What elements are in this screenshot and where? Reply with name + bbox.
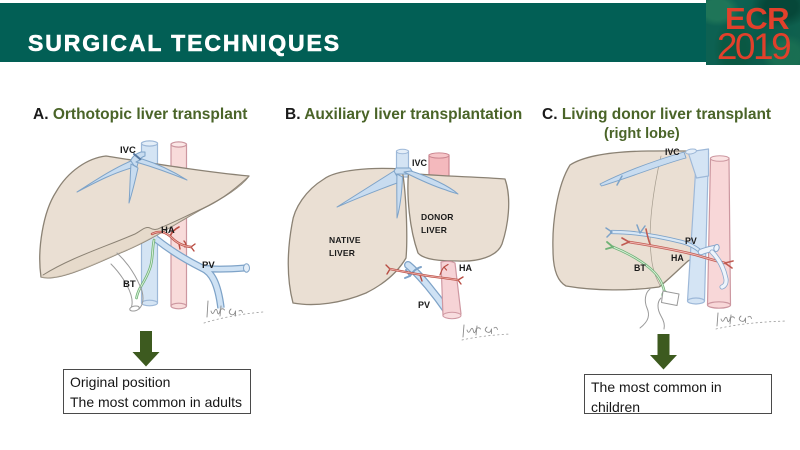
svg-text:LIVER: LIVER	[329, 248, 355, 258]
svg-text:IVC: IVC	[120, 145, 136, 156]
svg-text:PV: PV	[685, 236, 697, 246]
svg-text:HA: HA	[459, 263, 472, 273]
svg-text:HA: HA	[161, 225, 175, 236]
svg-text:PV: PV	[418, 300, 430, 310]
svg-text:BT: BT	[123, 279, 136, 290]
svg-text:PV: PV	[202, 260, 215, 271]
svg-text:LIVER: LIVER	[421, 225, 447, 235]
svg-text:DONOR: DONOR	[421, 212, 454, 222]
svg-text:BT: BT	[634, 263, 646, 273]
svg-text:IVC: IVC	[412, 158, 428, 168]
svg-text:HA: HA	[671, 253, 684, 263]
svg-text:NATIVE: NATIVE	[329, 235, 361, 245]
svg-text:IVC: IVC	[665, 147, 680, 157]
